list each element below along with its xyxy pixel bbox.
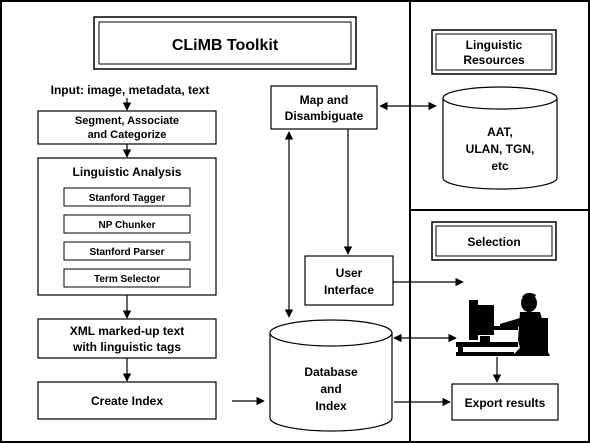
map-line-2: Disambiguate <box>285 109 364 123</box>
xml-line-1: XML marked-up text <box>70 324 184 338</box>
resources-header-line-2: Resources <box>463 53 525 67</box>
export-results-box: Export results <box>451 383 559 421</box>
map-disambiguate-box: Map and Disambiguate <box>270 85 378 130</box>
create-index-label: Create Index <box>91 394 163 408</box>
tool-stanford-parser-label: Stanford Parser <box>89 247 164 258</box>
map-line-1: Map and <box>300 93 349 107</box>
resources-header-line-1: Linguistic <box>466 38 523 52</box>
segment-line-2: and Categorize <box>88 129 167 141</box>
database-line-3: Index <box>315 399 347 413</box>
person-at-computer-icon <box>456 292 550 356</box>
database-cylinder: Database and Index <box>269 319 393 432</box>
input-label: Input: image, metadata, text <box>51 83 210 97</box>
tool-np-chunker <box>63 214 191 234</box>
create-index-box: Create Index <box>37 381 217 420</box>
database-line-1: Database <box>304 365 358 379</box>
segment-box: Segment, Associate and Categorize <box>37 110 217 145</box>
selection-header-box: Selection <box>431 221 557 261</box>
page-title: CLiMB Toolkit <box>172 37 279 54</box>
ui-line-1: User <box>336 266 363 280</box>
tool-stanford-parser <box>63 241 191 261</box>
resources-db-line-1: AAT, <box>487 125 513 139</box>
resources-header-box: Linguistic Resources <box>431 29 557 75</box>
title-box: CLiMB Toolkit <box>93 16 357 70</box>
resources-db-line-2: ULAN, TGN, <box>466 142 535 156</box>
xml-line-2: with linguistic tags <box>72 340 181 354</box>
tool-term-selector <box>63 268 191 288</box>
linguistic-analysis-box: Linguistic Analysis Stanford Tagger NP C… <box>37 157 217 296</box>
selection-header: Selection <box>467 235 520 249</box>
resources-db-line-3: etc <box>491 159 509 173</box>
ui-line-2: Interface <box>324 283 374 297</box>
tool-np-chunker-label: NP Chunker <box>98 220 155 231</box>
xml-box: XML marked-up text with linguistic tags <box>37 318 217 359</box>
segment-line-1: Segment, Associate <box>75 115 179 127</box>
linguistic-analysis-title: Linguistic Analysis <box>73 165 182 179</box>
resources-cylinder: AAT, ULAN, TGN, etc <box>442 86 558 190</box>
tool-term-selector-label: Term Selector <box>94 274 160 285</box>
export-results-label: Export results <box>465 396 546 410</box>
tool-stanford-tagger-label: Stanford Tagger <box>89 193 166 204</box>
user-interface-box: User Interface <box>304 255 394 306</box>
database-line-2: and <box>320 382 341 396</box>
tool-stanford-tagger <box>63 187 191 207</box>
